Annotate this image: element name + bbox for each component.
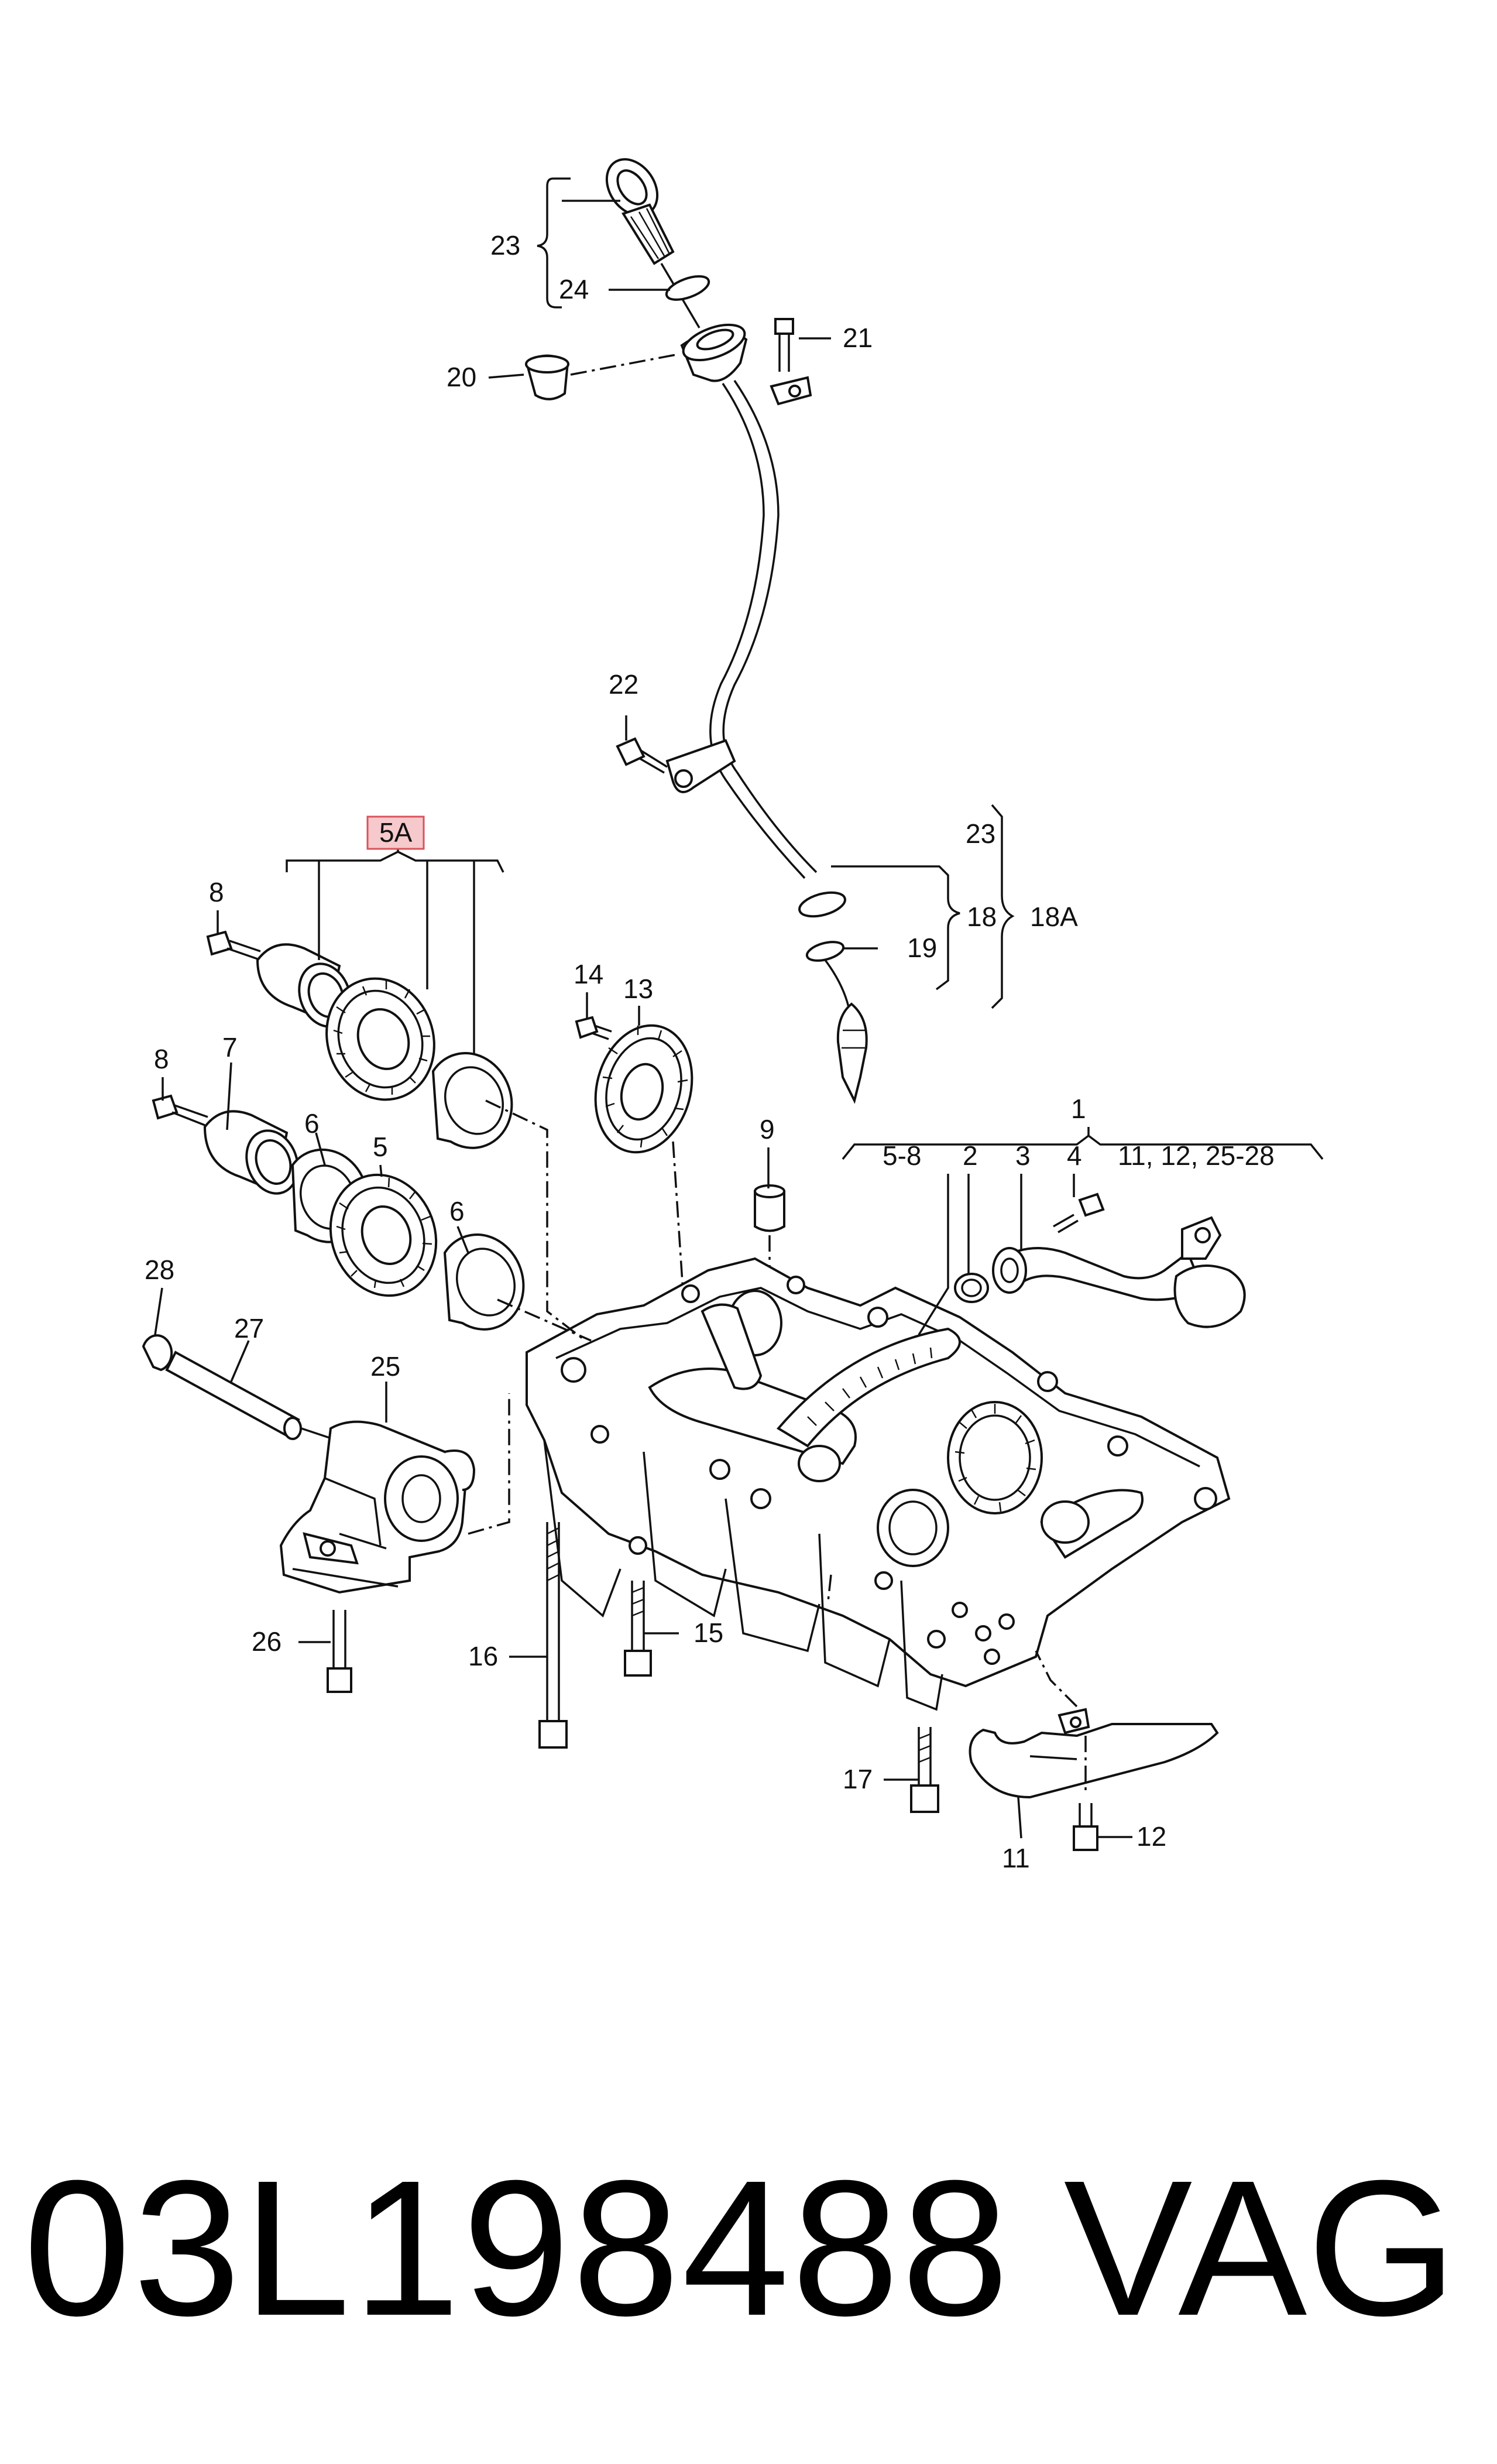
callout-1: 1 — [1071, 1094, 1086, 1124]
callout-21: 21 — [843, 323, 873, 353]
gear-13 — [575, 1016, 693, 1318]
dipstick-assembly — [525, 158, 868, 1104]
baffle-11 — [969, 1650, 1219, 1851]
callout-12: 12 — [1137, 1821, 1166, 1852]
callout-9: 9 — [760, 1114, 775, 1144]
callout-28: 28 — [145, 1255, 174, 1285]
plug-20 — [525, 354, 569, 400]
callout-24: 24 — [559, 274, 589, 304]
callout-26: 26 — [252, 1626, 281, 1657]
callout-23-right: 23 — [966, 818, 995, 849]
callout-17: 17 — [843, 1764, 873, 1794]
callout-7: 7 — [222, 1032, 238, 1063]
callout-8-top: 8 — [209, 877, 224, 907]
callout-6-left: 6 — [304, 1108, 320, 1139]
callout-14: 14 — [574, 959, 603, 989]
sleeve-9 — [754, 1184, 785, 1273]
callout-20: 20 — [447, 362, 476, 392]
part-number: 03L198488 — [23, 2140, 1011, 2356]
bolt-16 — [538, 1522, 568, 1749]
callout-8-lower: 8 — [154, 1044, 169, 1074]
callout-labels: 23 24 21 20 22 23 18 18A 19 5A 8 14 13 7… — [145, 230, 1275, 1873]
callout-2: 2 — [963, 1140, 978, 1171]
bolt-17 — [910, 1727, 939, 1813]
footer-caption: 03L198488 VAG — [23, 2137, 1475, 2359]
callout-18: 18 — [967, 902, 997, 932]
callout-11-12-25-28: 11, 12, 25-28 — [1118, 1140, 1275, 1171]
callout-15: 15 — [693, 1617, 723, 1648]
callout-4: 4 — [1067, 1140, 1082, 1171]
callout-5: 5 — [373, 1132, 388, 1162]
callout-27: 27 — [234, 1313, 264, 1344]
leader-lines — [154, 177, 1324, 1839]
oil-pipe-3 — [954, 1192, 1246, 1328]
gear-5 — [329, 1173, 438, 1297]
gear-group-5 — [152, 1094, 525, 1331]
balance-shaft-housing — [526, 1257, 1231, 1711]
assembly-lines — [485, 1099, 832, 1602]
gear-group-5a — [206, 930, 513, 1149]
brand-name: VAG — [1063, 2140, 1457, 2356]
exploded-parts-diagram: 23 24 21 20 22 23 18 18A 19 5A 8 14 13 7… — [142, 158, 1324, 1873]
callout-13: 13 — [623, 974, 653, 1004]
callout-22: 22 — [609, 669, 638, 700]
callout-11: 11 — [1002, 1843, 1030, 1873]
callout-5a: 5A — [379, 817, 413, 848]
bolt-15 — [624, 1581, 652, 1677]
callout-16: 16 — [468, 1641, 498, 1671]
gear-5a — [325, 977, 435, 1101]
callout-19: 19 — [907, 933, 937, 963]
callout-23-top: 23 — [490, 230, 520, 261]
oil-pump-25 — [142, 1334, 510, 1693]
callout-18a: 18A — [1030, 902, 1078, 932]
callout-25: 25 — [370, 1351, 400, 1382]
callout-3: 3 — [1015, 1140, 1031, 1171]
callout-6-right: 6 — [449, 1196, 465, 1226]
bolt-22 — [616, 737, 668, 774]
bolt-21 — [770, 318, 812, 406]
callout-5-8: 5-8 — [883, 1140, 921, 1171]
callout-5a-highlight — [366, 815, 425, 850]
